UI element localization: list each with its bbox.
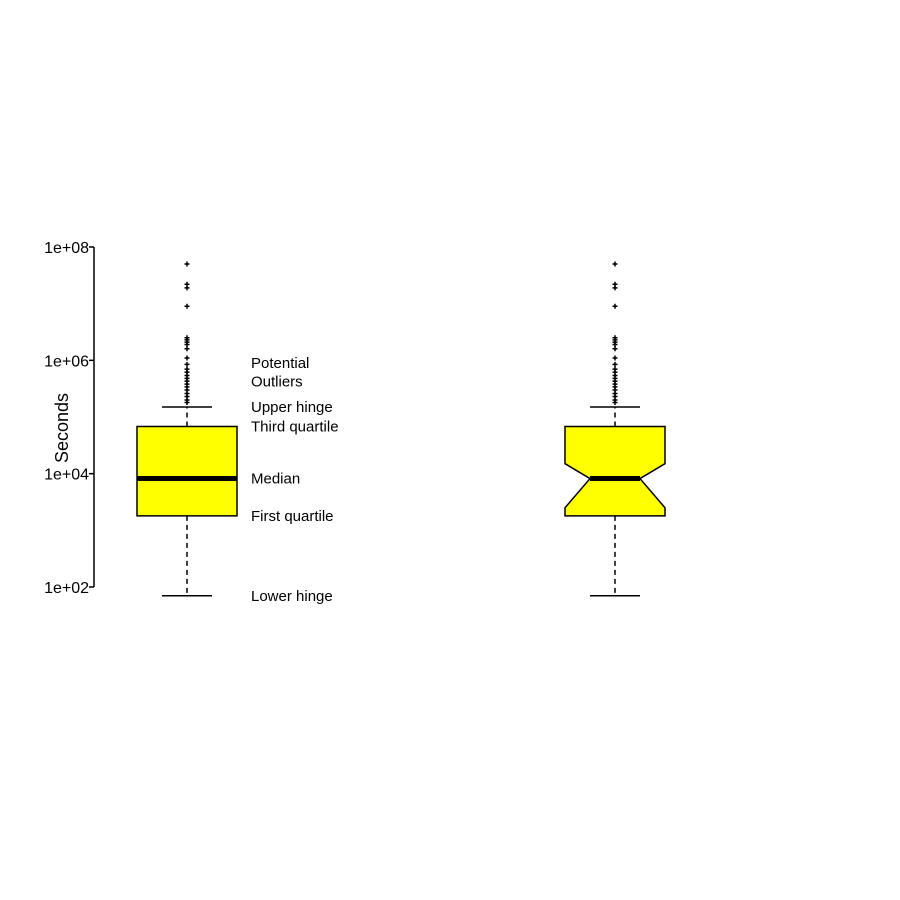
- outlier-point: [184, 361, 190, 367]
- outlier-point: [184, 303, 190, 309]
- outlier-point: [612, 355, 618, 361]
- annotation-label: First quartile: [251, 508, 334, 525]
- outlier-point: [184, 355, 190, 361]
- annotation-label: Third quartile: [251, 418, 339, 435]
- outlier-point: [612, 366, 618, 372]
- y-axis-title: Seconds: [52, 393, 72, 463]
- y-tick-label: 1e+04: [44, 467, 89, 484]
- annotation-label: Outliers: [251, 374, 303, 391]
- outlier-point: [184, 335, 190, 341]
- outlier-point: [612, 303, 618, 309]
- box-body: [136, 425, 238, 517]
- outlier-point: [612, 261, 618, 267]
- annotation-label: Median: [251, 471, 300, 488]
- y-tick-label: 1e+06: [44, 353, 89, 370]
- annotation-label: Lower hinge: [251, 588, 333, 605]
- outlier-point: [612, 335, 618, 341]
- annotation-label: Potential: [251, 355, 309, 372]
- box-1: [136, 261, 238, 597]
- box-2: [564, 261, 666, 597]
- outlier-point: [184, 346, 190, 352]
- notched-box-body: [564, 425, 666, 517]
- y-tick-label: 1e+02: [44, 580, 89, 597]
- outlier-point: [184, 366, 190, 372]
- box-series: [136, 261, 666, 597]
- annotation-label: Upper hinge: [251, 399, 333, 416]
- outlier-point: [184, 281, 190, 287]
- outlier-point: [612, 281, 618, 287]
- outlier-point: [612, 361, 618, 367]
- y-tick-label: 1e+08: [44, 240, 89, 257]
- outlier-point: [184, 261, 190, 267]
- outlier-point: [612, 346, 618, 352]
- y-axis: 1e+02 1e+04 1e+06 1e+08: [44, 240, 95, 597]
